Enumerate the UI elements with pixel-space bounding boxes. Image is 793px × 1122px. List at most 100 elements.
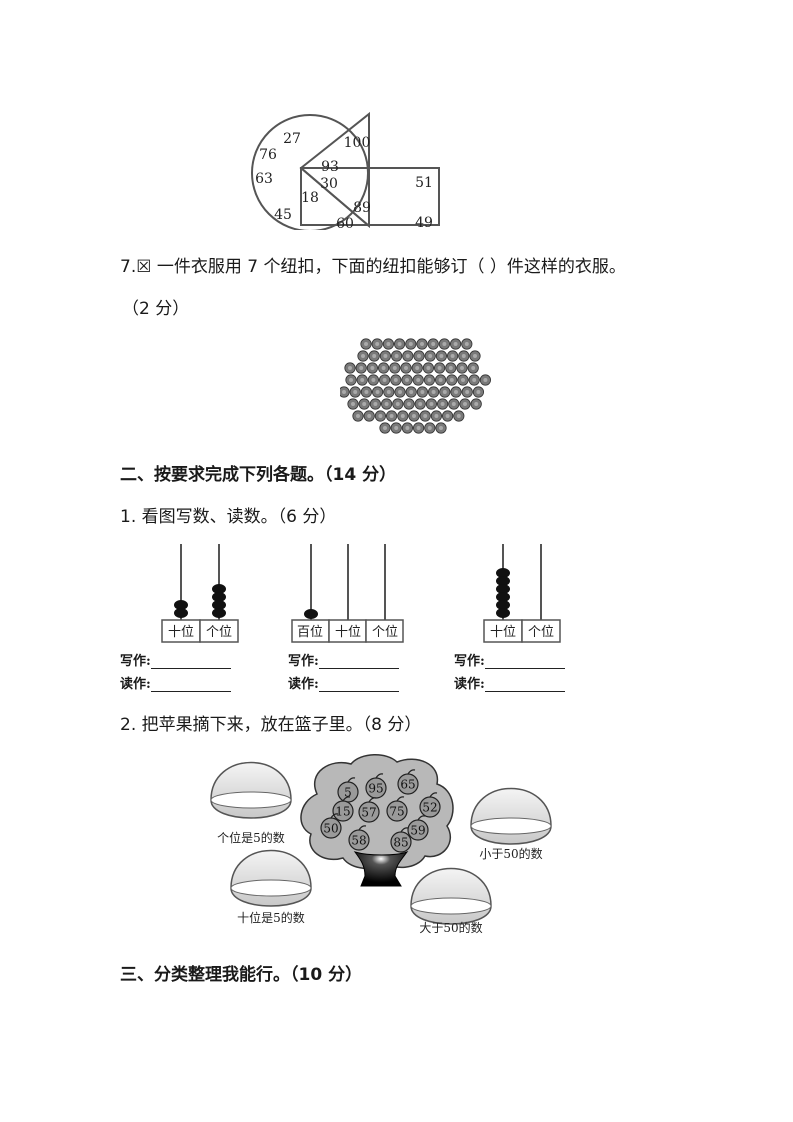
apple-number: 58 bbox=[351, 834, 366, 848]
question-7-score: （2 分） bbox=[122, 299, 190, 319]
apple[interactable]: 50 bbox=[320, 813, 342, 839]
write-row-1: 写作: bbox=[120, 650, 231, 669]
answer-blank[interactable] bbox=[318, 677, 399, 692]
venn-number: 60 bbox=[336, 216, 354, 230]
bead bbox=[496, 584, 510, 594]
tree-trunk bbox=[353, 851, 409, 887]
bead bbox=[496, 608, 510, 618]
apple-number: 85 bbox=[393, 836, 408, 850]
question-7: 7.☒ 一件衣服用 7 个纽扣，下面的纽扣能够订（ ）件这样的衣服。 bbox=[120, 252, 626, 277]
apple[interactable]: 58 bbox=[348, 825, 370, 851]
venn-number: 89 bbox=[353, 200, 371, 216]
section-3-title: 三、分类整理我能行。（10 分） bbox=[120, 965, 363, 985]
checkbox-icon: ☒ bbox=[136, 257, 152, 277]
apple-stem bbox=[417, 815, 426, 821]
apple-stem bbox=[342, 796, 351, 802]
buttons-cluster bbox=[340, 338, 491, 434]
basket-3: 十位是5的数 bbox=[230, 849, 312, 925]
place-label: 十位 bbox=[168, 625, 194, 640]
venn-number: 93 bbox=[321, 159, 339, 175]
basket-label: 大于50的数 bbox=[419, 920, 482, 935]
apple-stem bbox=[347, 777, 356, 783]
bead bbox=[212, 584, 226, 594]
answer-blank[interactable] bbox=[150, 677, 231, 692]
bead bbox=[174, 600, 188, 610]
place-label: 个位 bbox=[372, 625, 398, 640]
apple[interactable]: 95 bbox=[365, 773, 387, 799]
bead bbox=[212, 608, 226, 618]
section-2-title: 二、按要求完成下列各题。（14 分） bbox=[120, 465, 397, 485]
bead bbox=[496, 592, 510, 602]
apple-number: 50 bbox=[323, 822, 338, 836]
bead bbox=[496, 576, 510, 586]
bead bbox=[174, 608, 188, 618]
venn-number: 18 bbox=[301, 190, 319, 206]
apple-number: 5 bbox=[344, 786, 352, 800]
read-row-2: 读作: bbox=[288, 673, 399, 692]
apple-number: 57 bbox=[361, 806, 376, 820]
basket-2: 小于50的数 bbox=[470, 787, 552, 861]
apple-number: 65 bbox=[400, 778, 415, 792]
apple-number: 52 bbox=[422, 801, 437, 815]
question-number: 7. bbox=[120, 257, 137, 277]
apple-stem bbox=[407, 769, 416, 775]
apple-number: 95 bbox=[368, 782, 383, 796]
basket-label: 个位是5的数 bbox=[217, 830, 285, 845]
venn-number: 51 bbox=[415, 175, 433, 191]
apple-number: 59 bbox=[410, 824, 425, 838]
apple[interactable]: 65 bbox=[397, 769, 419, 795]
apple-number: 75 bbox=[389, 805, 404, 819]
read-row-3: 读作: bbox=[454, 673, 565, 692]
venn-number: 49 bbox=[415, 215, 433, 230]
apple-stem bbox=[400, 827, 409, 833]
basket-label: 十位是5的数 bbox=[237, 910, 305, 925]
abacus-2: 百位 十位 个位 bbox=[291, 544, 404, 643]
question-1: 1. 看图写数、读数。（6 分） bbox=[120, 507, 337, 527]
venn-number: 63 bbox=[255, 171, 273, 187]
place-label: 个位 bbox=[206, 625, 232, 640]
venn-number: 76 bbox=[259, 147, 277, 163]
apple-stem bbox=[429, 792, 438, 798]
question-2: 2. 把苹果摘下来，放在篮子里。（8 分） bbox=[120, 715, 422, 735]
apple-stem bbox=[396, 796, 405, 802]
venn-number: 30 bbox=[320, 176, 338, 192]
venn-number: 100 bbox=[344, 135, 371, 151]
venn-number: 27 bbox=[283, 131, 301, 147]
apple[interactable]: 59 bbox=[407, 815, 429, 841]
venn-number: 45 bbox=[274, 207, 292, 223]
basket-4: 大于50的数 bbox=[410, 867, 492, 935]
write-row-3: 写作: bbox=[454, 650, 565, 669]
place-label: 十位 bbox=[490, 625, 516, 640]
bead bbox=[304, 609, 318, 619]
place-label: 百位 bbox=[297, 625, 323, 640]
answer-blank[interactable] bbox=[318, 654, 399, 669]
answer-blank[interactable] bbox=[150, 654, 231, 669]
bead bbox=[212, 600, 226, 610]
question-text: 一件衣服用 7 个纽扣，下面的纽扣能够订（ ）件这样的衣服。 bbox=[151, 257, 626, 277]
apple-stem bbox=[358, 825, 367, 831]
abacus-1: 十位 个位 bbox=[161, 544, 239, 643]
bead bbox=[496, 600, 510, 610]
read-row-1: 读作: bbox=[120, 673, 231, 692]
bead bbox=[212, 592, 226, 602]
answer-blank[interactable] bbox=[484, 654, 565, 669]
apple[interactable]: 15 bbox=[332, 796, 354, 822]
apple[interactable]: 75 bbox=[386, 796, 408, 822]
write-row-2: 写作: bbox=[288, 650, 399, 669]
apple-stem bbox=[368, 797, 377, 803]
abacus-3: 十位 个位 bbox=[483, 544, 561, 643]
apple-stem bbox=[375, 773, 384, 779]
place-label: 个位 bbox=[528, 625, 554, 640]
basket-1: 个位是5的数 bbox=[210, 761, 292, 845]
place-label: 十位 bbox=[335, 625, 361, 640]
answer-blank[interactable] bbox=[484, 677, 565, 692]
basket-label: 小于50的数 bbox=[479, 846, 542, 861]
apple[interactable]: 52 bbox=[419, 792, 441, 818]
apple[interactable]: 85 bbox=[390, 827, 412, 853]
bead bbox=[496, 568, 510, 578]
apple-stem bbox=[330, 813, 339, 819]
apple-number: 15 bbox=[335, 805, 350, 819]
venn-rectangle bbox=[300, 167, 440, 226]
apple[interactable]: 57 bbox=[358, 797, 380, 823]
